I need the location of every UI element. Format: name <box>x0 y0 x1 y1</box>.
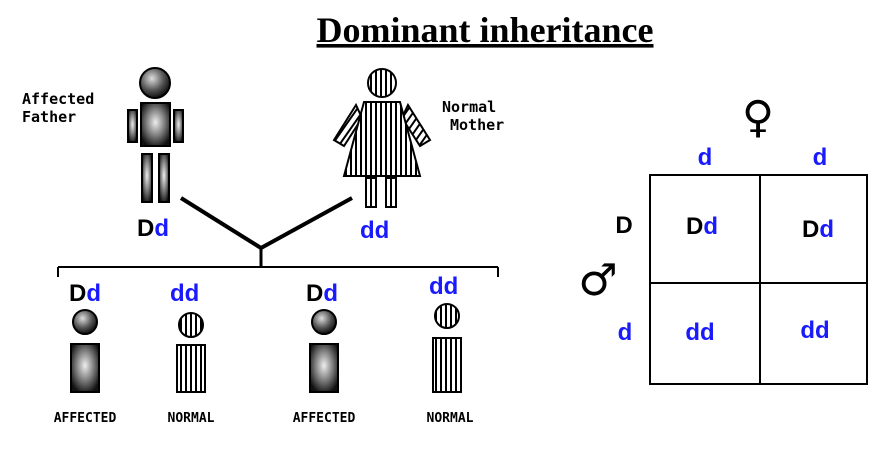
mother-label-line1: Normal <box>442 98 496 116</box>
punnett-cell-2-2: dd <box>800 317 829 344</box>
child-1-body <box>70 343 100 393</box>
child-3-genotype: Dd <box>306 280 338 307</box>
male-allele-2: d <box>618 319 633 346</box>
father-allele-dominant: D <box>137 215 154 242</box>
sibship-line <box>57 266 499 277</box>
child-3: Dd AFFECTED <box>293 280 356 426</box>
child-4: dd NORMAL <box>427 273 474 426</box>
mother-genotype: dd <box>360 217 389 244</box>
punnett-cell-2-2-recessive: dd <box>800 317 829 344</box>
child-1-allele-dominant: D <box>69 280 86 307</box>
punnett-cell-2-1: dd <box>685 319 714 346</box>
punnett-cell-1-1-dominant: D <box>686 213 703 240</box>
punnett-square: ♀ ♂ d d D d Dd Dd dd dd <box>578 92 868 385</box>
male-allele-1: D <box>615 212 632 239</box>
father-genotype: Dd <box>137 215 169 242</box>
normal-mother-figure <box>332 68 432 208</box>
child-2-genotype: dd <box>170 280 199 307</box>
pedigree-lines <box>179 196 353 266</box>
child-2-body <box>176 344 206 393</box>
child-3-allele-recessive: d <box>323 280 338 307</box>
punnett-cell-1-1: Dd <box>686 213 718 240</box>
child-4-genotype: dd <box>429 273 458 300</box>
punnett-cell-1-2-dominant: D <box>802 216 819 243</box>
child-3-status: AFFECTED <box>293 411 356 426</box>
mother-label-line2: Mother <box>450 116 504 134</box>
punnett-cell-2-1-recessive: dd <box>685 319 714 346</box>
punnett-grid <box>649 174 868 385</box>
child-3-body <box>309 343 339 393</box>
punnett-cell-1-2-recessive: d <box>819 216 834 243</box>
child-1-status: AFFECTED <box>54 411 117 426</box>
child-3-head <box>311 309 337 335</box>
child-1: Dd AFFECTED <box>54 280 117 426</box>
affected-father-figure <box>127 67 184 203</box>
punnett-cell-1-2: Dd <box>802 216 834 243</box>
child-4-status: NORMAL <box>427 411 474 426</box>
father-allele-recessive: d <box>154 215 169 242</box>
child-4-head <box>434 303 460 329</box>
child-3-allele-dominant: D <box>306 280 323 307</box>
male-symbol-icon: ♂ <box>578 255 617 306</box>
female-symbol-icon: ♀ <box>742 92 774 143</box>
female-allele-1: d <box>698 144 713 171</box>
father-label-line1: Affected <box>22 90 94 108</box>
punnett-cell-1-1-recessive: d <box>703 213 718 240</box>
female-allele-2: d <box>813 144 828 171</box>
child-1-allele-recessive: d <box>86 280 101 307</box>
child-2: dd NORMAL <box>168 280 215 426</box>
child-2-head <box>178 312 204 338</box>
child-2-status: NORMAL <box>168 411 215 426</box>
child-1-genotype: Dd <box>69 280 101 307</box>
child-4-body <box>432 337 462 393</box>
father-label-line2: Father <box>22 108 76 126</box>
child-1-head <box>72 309 98 335</box>
page-title: Dominant inheritance <box>317 10 654 50</box>
